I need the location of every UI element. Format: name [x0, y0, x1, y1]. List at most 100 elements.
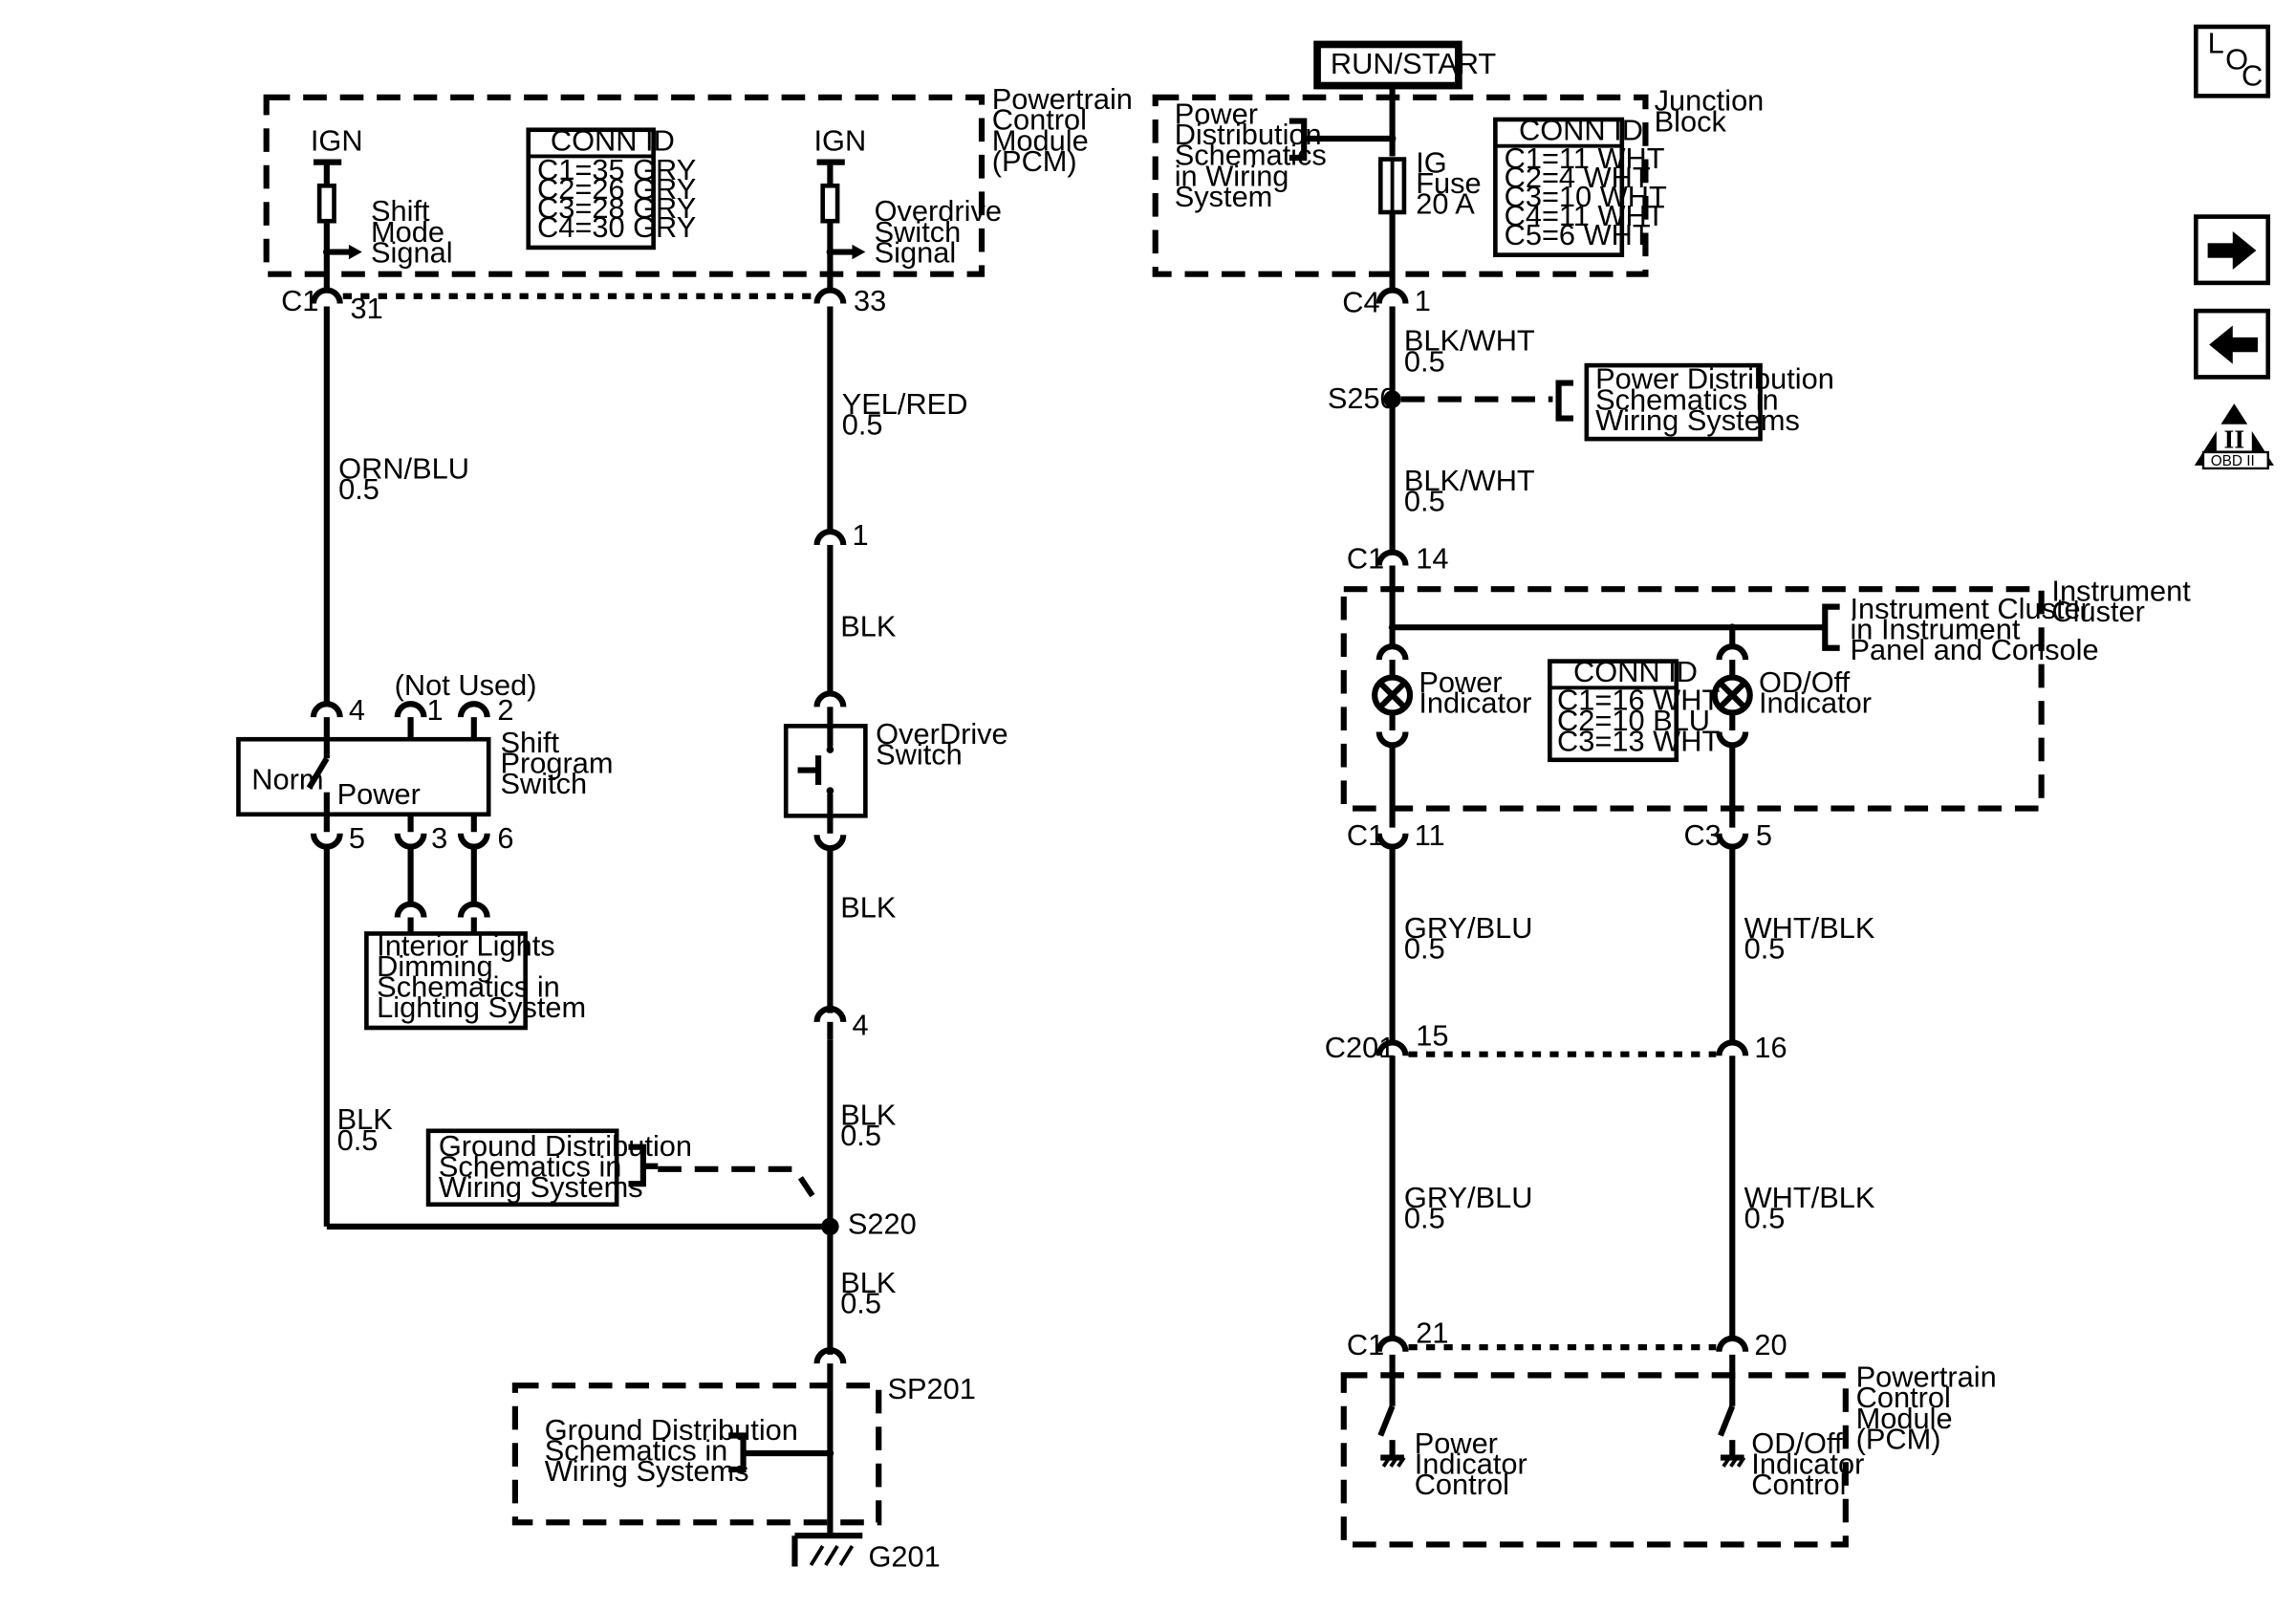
pin-label: 14	[1416, 542, 1448, 576]
instrument-cluster-box	[1340, 586, 2045, 812]
conn-id-table: CONN ID C1=16 WHT C2=10 BLU C3=13 WHT	[1548, 655, 1720, 763]
signal-arrow-icon	[348, 244, 362, 260]
obd-ii-badge[interactable]: II OBD II	[2194, 403, 2274, 470]
pin-label: 15	[1416, 1018, 1448, 1052]
pin-label: 16	[1754, 1031, 1787, 1064]
power-distribution-ref-box	[1584, 362, 1763, 442]
arrow-right-icon	[2207, 231, 2257, 271]
conn-id-line: C2=26 GRY	[537, 172, 696, 206]
not-used-label: (Not Used)	[395, 668, 537, 702]
connector-symbol	[813, 529, 847, 546]
connector-label: C3	[1683, 818, 1721, 852]
connector-symbol	[813, 1347, 847, 1364]
conn-id-line: C3=10 WHT	[1505, 180, 1667, 213]
signal-arrow-icon	[852, 244, 866, 260]
splice-s250	[1383, 390, 1401, 408]
sp201-label: SP201	[887, 1372, 975, 1405]
pin-label: 1	[427, 693, 444, 727]
pin-label: 33	[854, 284, 886, 317]
pin-label: 5	[349, 821, 365, 855]
conn-id-line: C5=6 WHT	[1505, 218, 1651, 251]
conn-id-header: CONN ID	[1573, 655, 1698, 688]
connector-symbol	[1375, 1335, 1409, 1353]
next-page-button[interactable]	[2193, 214, 2271, 286]
connector-symbol	[1375, 287, 1409, 304]
arrow-left-icon	[2209, 325, 2258, 364]
conn-id-header: CONN ID	[1519, 114, 1643, 147]
loc-letter: O	[2225, 43, 2248, 76]
connector-symbol	[457, 901, 490, 918]
connector-symbol	[1716, 1039, 1749, 1056]
conn-id-line: C1=11 WHT	[1505, 142, 1665, 175]
connector-symbol	[1375, 1039, 1409, 1056]
lamp-icon	[1372, 674, 1414, 716]
conn-id-line: C3=13 WHT	[1557, 725, 1720, 758]
pcm-box	[263, 94, 986, 277]
driver-switch	[1718, 1404, 1736, 1437]
splice-label: S220	[848, 1208, 917, 1241]
connector-symbol	[1375, 833, 1409, 850]
ign-label: IGN	[311, 123, 363, 157]
connector-symbol	[1375, 549, 1409, 566]
conn-id-line: C4=11 WHT	[1505, 199, 1665, 232]
pin-label: 20	[1754, 1328, 1787, 1361]
obd-label: OBD II	[2211, 453, 2255, 469]
connector-c4-label: C4	[1342, 286, 1379, 319]
conn-id-line: C4=30 GRY	[537, 210, 696, 244]
sp201-box	[511, 1382, 882, 1526]
pin-label: 11	[1415, 818, 1445, 852]
switch-body	[236, 736, 491, 817]
splice-s220	[821, 1217, 839, 1236]
connector-symbol	[813, 287, 847, 304]
conn-id-header: CONN ID	[551, 123, 675, 157]
pin-label: 6	[497, 821, 513, 855]
connector-symbol	[813, 1005, 847, 1023]
connector-symbol	[1716, 833, 1749, 850]
conn-id-line: C2=10 BLU	[1557, 704, 1710, 737]
pullup-resistor	[820, 183, 840, 224]
interior-lights-ref-box	[364, 931, 528, 1031]
pcm-box	[1340, 1372, 1849, 1548]
conn-id-line: C2=4 WHT	[1505, 161, 1651, 194]
conn-id-line: C1=35 GRY	[537, 153, 696, 186]
obd-roman-numeral: II	[2224, 424, 2245, 453]
run-start-label: RUN/START	[1331, 47, 1496, 80]
pullup-resistor	[316, 183, 336, 224]
loc-button[interactable]: L O C	[2193, 24, 2271, 98]
pin-label: 4	[349, 693, 365, 727]
ign-label: IGN	[813, 123, 866, 157]
previous-page-button[interactable]	[2193, 308, 2271, 380]
conn-id-line: C1=16 WHT	[1557, 683, 1720, 716]
low-side-driver	[1377, 1354, 1406, 1468]
connector-symbol	[310, 287, 343, 304]
lamp-icon	[1711, 674, 1753, 716]
